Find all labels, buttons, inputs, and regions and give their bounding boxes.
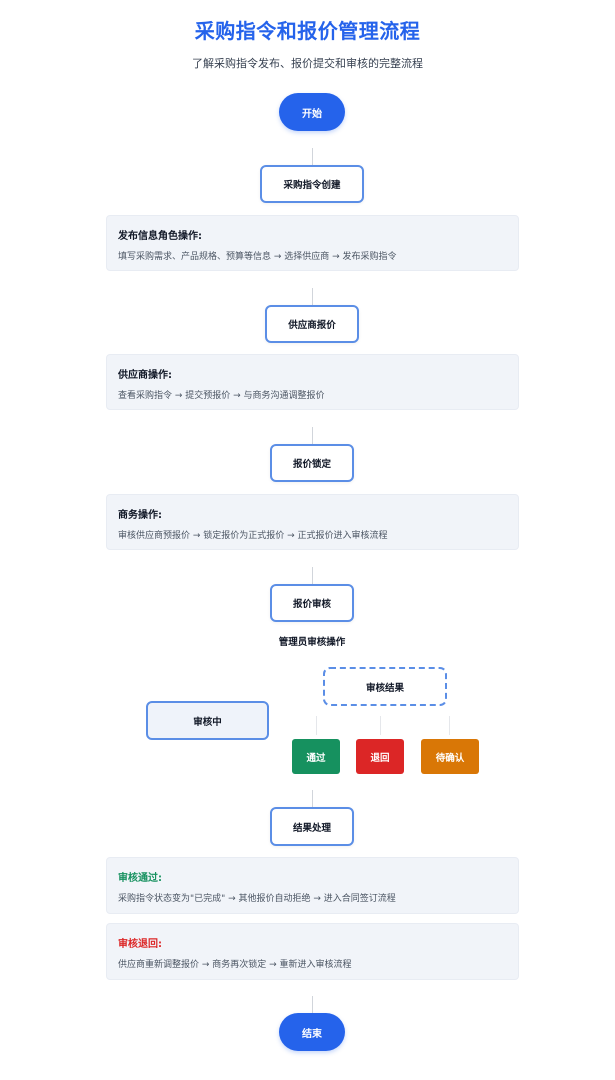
connector-line <box>312 427 313 445</box>
card-title: 发布信息角色操作: <box>118 231 202 242</box>
result-label: 通过 <box>306 752 326 764</box>
step-label: 报价锁定 <box>292 459 331 470</box>
connector-line <box>312 790 313 808</box>
start-label: 开始 <box>302 108 322 120</box>
connector-line <box>380 716 381 735</box>
result-label: 退回 <box>370 752 390 764</box>
status-reviewing: 审核中 <box>146 701 269 740</box>
card-title: 审核通过: <box>118 873 162 884</box>
info-card-supplier: 供应商操作: 查看采购指令 → 提交预报价 → 与商务沟通调整报价 <box>106 354 519 410</box>
step-label: 报价审核 <box>292 599 331 610</box>
card-body: 审核供应商预报价 → 锁定报价为正式报价 → 正式报价进入审核流程 <box>118 531 388 541</box>
step-supplier-quote: 供应商报价 <box>265 305 359 343</box>
info-card-approved: 审核通过: 采购指令状态变为"已完成" → 其他报价自动拒绝 → 进入合同签订流… <box>106 857 519 914</box>
connector-line <box>312 288 313 306</box>
start-node: 开始 <box>279 93 345 131</box>
result-label: 待确认 <box>435 752 465 764</box>
review-result-group: 审核结果 <box>323 667 447 706</box>
result-group-label: 审核结果 <box>365 682 404 694</box>
card-body: 查看采购指令 → 提交预报价 → 与商务沟通调整报价 <box>118 391 325 401</box>
result-reject: 退回 <box>356 739 404 774</box>
connector-line <box>316 716 317 735</box>
status-label: 审核中 <box>193 716 222 728</box>
connector-line <box>449 716 450 735</box>
end-label: 结束 <box>302 1028 322 1040</box>
page-subtitle: 了解采购指令发布、报价提交和审核的完整流程 <box>192 57 423 70</box>
connector-line <box>312 148 313 166</box>
card-body: 填写采购需求、产品规格、预算等信息 → 选择供应商 → 发布采购指令 <box>118 252 397 262</box>
connector-line <box>312 996 313 1014</box>
info-card-rejected: 审核退回: 供应商重新调整报价 → 商务再次锁定 → 重新进入审核流程 <box>106 923 519 980</box>
step-label: 结果处理 <box>292 822 331 834</box>
end-node: 结束 <box>279 1013 345 1051</box>
step-result-handling: 结果处理 <box>270 807 354 846</box>
step-purchase-order-create: 采购指令创建 <box>260 165 364 203</box>
result-approve: 通过 <box>292 739 340 774</box>
info-card-publisher: 发布信息角色操作: 填写采购需求、产品规格、预算等信息 → 选择供应商 → 发布… <box>106 215 519 271</box>
card-body: 供应商重新调整报价 → 商务再次锁定 → 重新进入审核流程 <box>118 960 352 970</box>
connector-line <box>312 567 313 585</box>
step-label: 供应商报价 <box>288 320 336 331</box>
card-body: 采购指令状态变为"已完成" → 其他报价自动拒绝 → 进入合同签订流程 <box>118 894 396 904</box>
step-quote-lock: 报价锁定 <box>270 444 354 482</box>
info-card-business: 商务操作: 审核供应商预报价 → 锁定报价为正式报价 → 正式报价进入审核流程 <box>106 494 519 550</box>
review-caption: 管理员审核操作 <box>278 637 346 648</box>
card-title: 审核退回: <box>118 939 162 950</box>
card-title: 商务操作: <box>118 510 162 521</box>
step-quote-review: 报价审核 <box>270 584 354 622</box>
card-title: 供应商操作: <box>118 370 172 381</box>
page-title: 采购指令和报价管理流程 <box>194 19 421 43</box>
step-label: 采购指令创建 <box>283 180 341 191</box>
result-pending: 待确认 <box>421 739 479 774</box>
